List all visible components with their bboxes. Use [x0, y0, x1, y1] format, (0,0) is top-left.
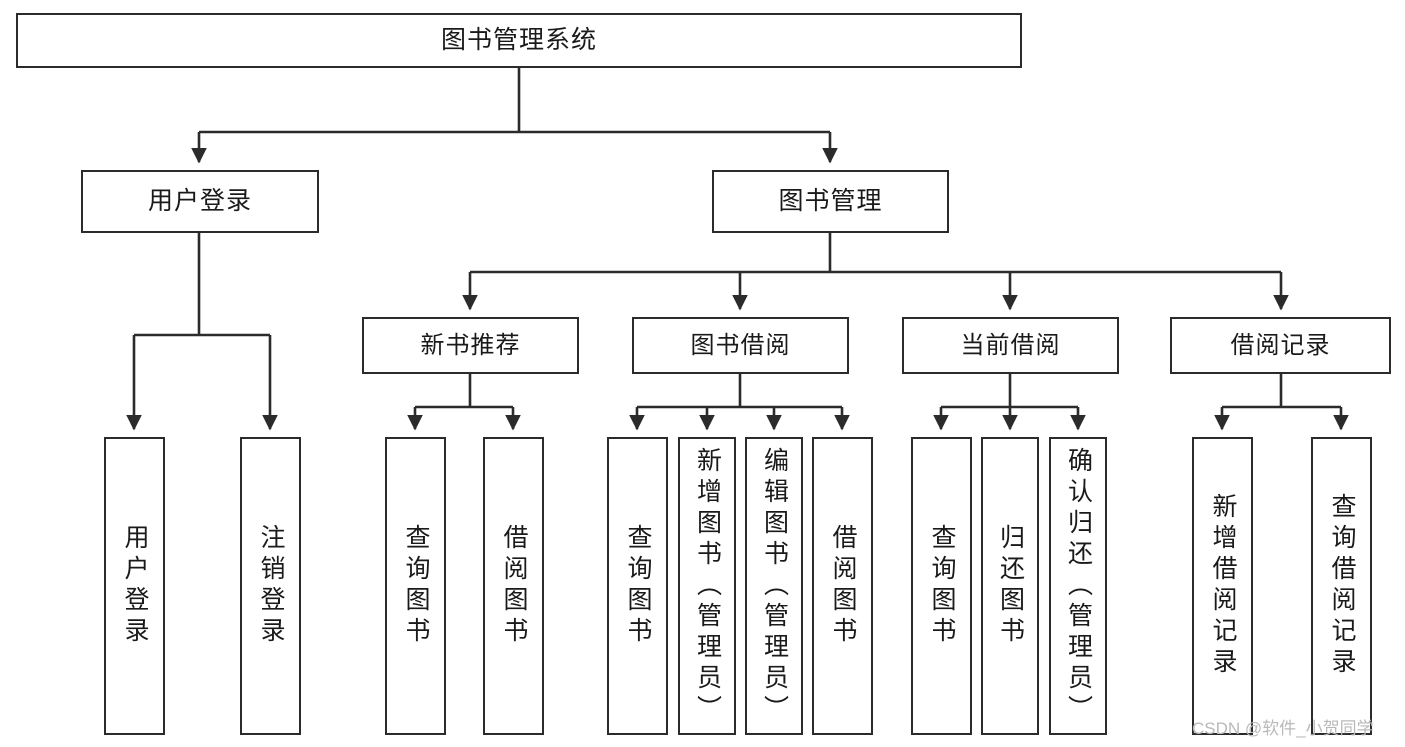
- node-label: 新增图书（管理员）: [693, 447, 722, 726]
- node-borrow-records[interactable]: 借阅记录: [1170, 317, 1391, 374]
- leaf-node-return-book[interactable]: 归还图书: [981, 437, 1039, 735]
- leaf-node-query-borrow-record[interactable]: 查询借阅记录: [1311, 437, 1372, 735]
- watermark-text: CSDN @软件_小贺同学: [1192, 719, 1374, 738]
- node-label: 查询借阅记录: [1328, 493, 1356, 679]
- node-label: 归还图书: [996, 524, 1025, 648]
- node-label: 用户登录: [121, 524, 149, 648]
- node-label: 查询图书: [624, 524, 652, 648]
- node-current-borrow[interactable]: 当前借阅: [902, 317, 1119, 374]
- node-user-login[interactable]: 用户登录: [81, 170, 319, 233]
- node-label: 确认归还（管理员）: [1064, 447, 1093, 726]
- node-label: 图书管理: [778, 187, 883, 216]
- node-label: 图书管理系统: [440, 26, 597, 55]
- node-label: 图书借阅: [690, 331, 791, 359]
- node-label: 当前借阅: [960, 331, 1061, 359]
- leaf-node-query-book-recommend[interactable]: 查询图书: [385, 437, 446, 735]
- node-label: 借阅图书: [829, 524, 857, 648]
- node-label: 查询图书: [402, 524, 430, 648]
- node-label: 借阅图书: [500, 524, 528, 648]
- node-label: 查询图书: [928, 524, 956, 648]
- leaf-node-borrow-book-recommend[interactable]: 借阅图书: [483, 437, 544, 735]
- node-book-borrow[interactable]: 图书借阅: [632, 317, 849, 374]
- leaf-node-query-book-current[interactable]: 查询图书: [911, 437, 972, 735]
- leaf-node-borrow-book[interactable]: 借阅图书: [812, 437, 873, 735]
- leaf-node-add-book-admin[interactable]: 新增图书（管理员）: [678, 437, 736, 735]
- node-label: 新书推荐: [420, 331, 521, 359]
- node-label: 注销登录: [257, 524, 285, 648]
- node-root-system[interactable]: 图书管理系统: [16, 13, 1022, 68]
- node-label: 编辑图书（管理员）: [760, 447, 789, 726]
- leaf-node-query-book-borrow[interactable]: 查询图书: [607, 437, 668, 735]
- leaf-node-confirm-return-admin[interactable]: 确认归还（管理员）: [1049, 437, 1107, 735]
- leaf-node-logout[interactable]: 注销登录: [240, 437, 301, 735]
- node-book-management[interactable]: 图书管理: [712, 170, 949, 233]
- node-label: 用户登录: [147, 187, 252, 216]
- leaf-node-edit-book-admin[interactable]: 编辑图书（管理员）: [745, 437, 803, 735]
- node-label: 借阅记录: [1230, 331, 1331, 359]
- node-label: 新增借阅记录: [1209, 493, 1237, 679]
- node-new-book-recommend[interactable]: 新书推荐: [362, 317, 579, 374]
- leaf-node-user-login[interactable]: 用户登录: [104, 437, 165, 735]
- leaf-node-add-borrow-record[interactable]: 新增借阅记录: [1192, 437, 1253, 735]
